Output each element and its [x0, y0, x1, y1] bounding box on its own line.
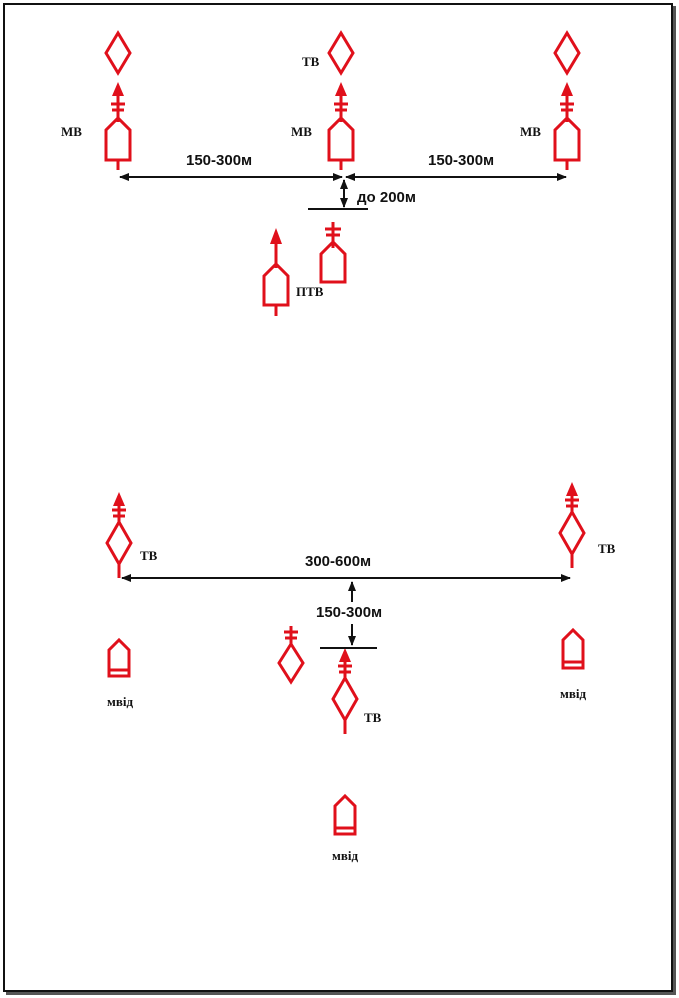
vehicle-icon-mvid-left [107, 637, 131, 678]
vehicle-icon-mv-right [553, 82, 581, 170]
vehicle-icon-command [319, 222, 347, 284]
label-tv-center: ТВ [364, 710, 382, 725]
label-mv-right: МВ [520, 124, 541, 139]
diamond-icon-right [553, 30, 581, 76]
label-wide-span: 300-600м [305, 553, 371, 570]
label-tv-right: ТВ [598, 541, 616, 556]
label-mv-left: МВ [61, 124, 82, 139]
diamond-icon-command [277, 626, 305, 685]
vehicle-icon-mv-center [327, 82, 355, 170]
diamond-icon-left [104, 30, 132, 76]
vehicle-icon-tv-left [105, 492, 133, 578]
vehicle-icon-mvid-bottom [333, 793, 357, 836]
vehicle-icon-mvid-right [561, 627, 585, 670]
label-depth-bottom: 150-300м [316, 604, 382, 621]
label-tv-top: ТВ [302, 54, 320, 69]
diamond-icon-center [327, 30, 355, 76]
vehicle-icon-tv-center [331, 648, 359, 734]
label-depth-top: до 200м [357, 189, 416, 206]
label-ptv: ПТВ [296, 284, 324, 299]
label-mvid-right: мвід [560, 686, 586, 701]
label-right-span: 150-300м [428, 152, 494, 169]
label-mv-center: МВ [291, 124, 312, 139]
label-tv-left: ТВ [140, 548, 158, 563]
label-left-span: 150-300м [186, 152, 252, 169]
label-mvid-bottom: мвід [332, 848, 358, 863]
vehicle-icon-ptv [262, 228, 290, 316]
vehicle-icon-mv-left [104, 82, 132, 170]
vehicle-icon-tv-right [558, 482, 586, 568]
label-mvid-left: мвід [107, 694, 133, 709]
